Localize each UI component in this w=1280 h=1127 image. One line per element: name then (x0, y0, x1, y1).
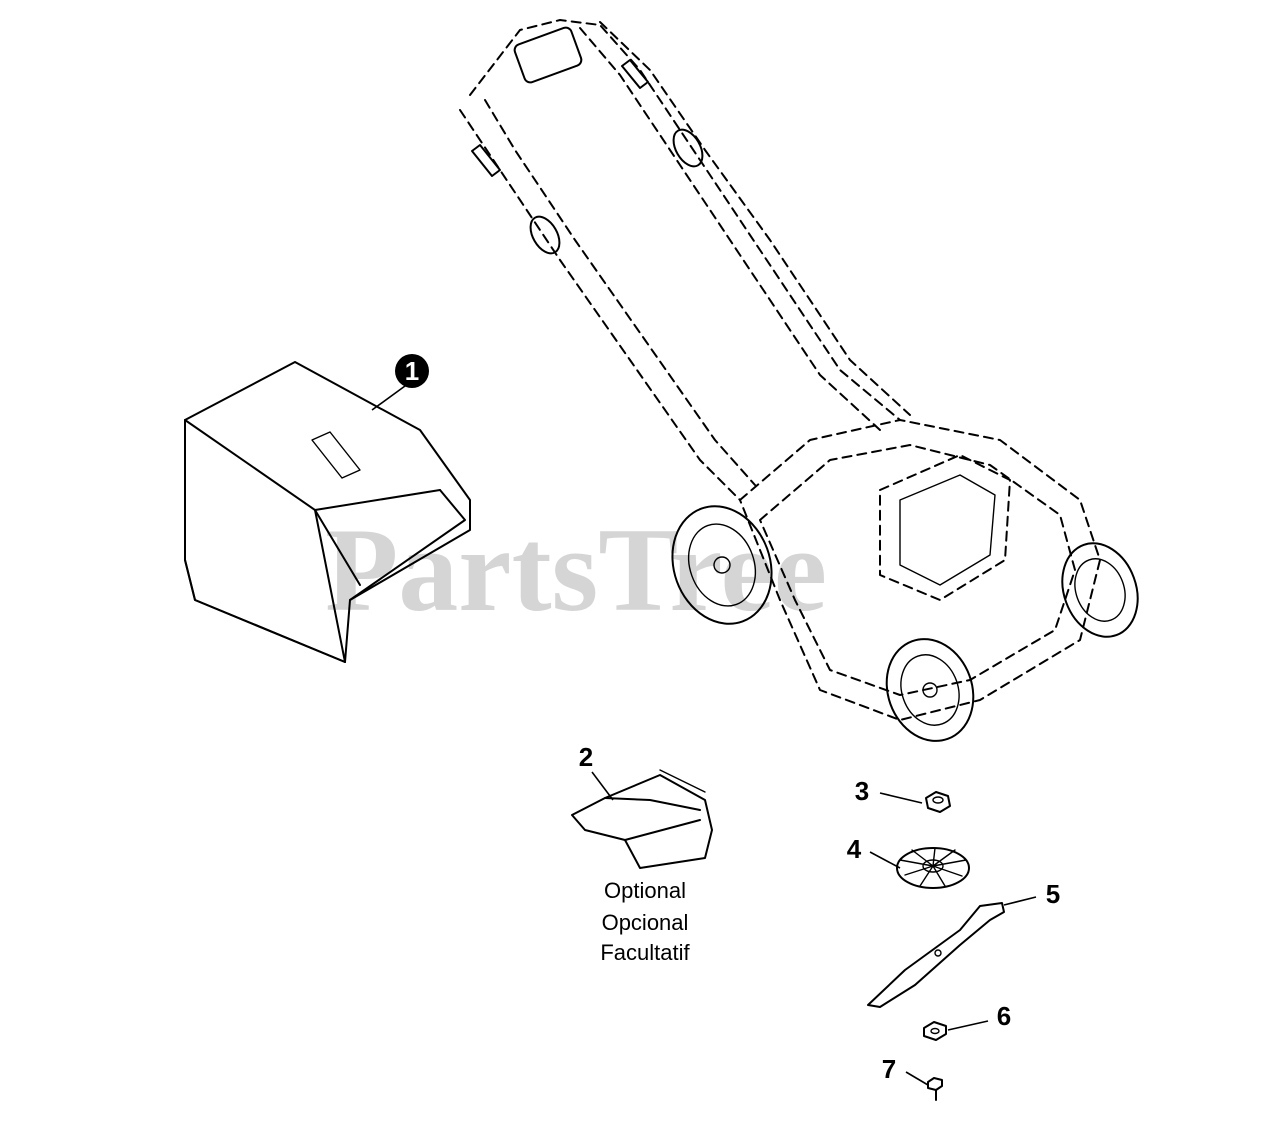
callout-6-label: 6 (997, 1001, 1011, 1031)
part-mulch-plug (571, 769, 713, 869)
mower-illustration (459, 19, 1139, 742)
part-nut (925, 791, 951, 813)
callout-7-label: 7 (882, 1054, 896, 1084)
wheel-front-left (671, 505, 773, 625)
callout-1: 1 (371, 354, 429, 411)
part-washer (923, 1021, 947, 1041)
callout-2-label: 2 (579, 742, 593, 772)
callout-7: 7 (882, 1054, 929, 1086)
optional-note-line1: Optional (604, 878, 686, 903)
callout-1-label: 1 (405, 356, 419, 386)
callout-4: 4 (847, 834, 901, 869)
part-blade-adapter (896, 847, 970, 889)
callout-5: 5 (1003, 879, 1060, 909)
callout-6: 6 (947, 1001, 1011, 1031)
part-bolt (927, 1077, 943, 1101)
wheel-front-right (885, 638, 975, 742)
callout-4-label: 4 (847, 834, 862, 864)
optional-note-line2: Opcional (602, 910, 689, 935)
wheel-rear-right (1061, 542, 1139, 638)
callout-5-label: 5 (1046, 879, 1060, 909)
part-blade (867, 902, 1005, 1008)
part-grass-bag (184, 361, 471, 663)
watermark-text: PartsTree (325, 503, 827, 636)
callout-2: 2 (579, 742, 614, 801)
optional-note: Optional Opcional Facultatif (600, 878, 690, 965)
callout-3: 3 (855, 776, 923, 806)
optional-note-line3: Facultatif (600, 940, 690, 965)
callout-3-label: 3 (855, 776, 869, 806)
